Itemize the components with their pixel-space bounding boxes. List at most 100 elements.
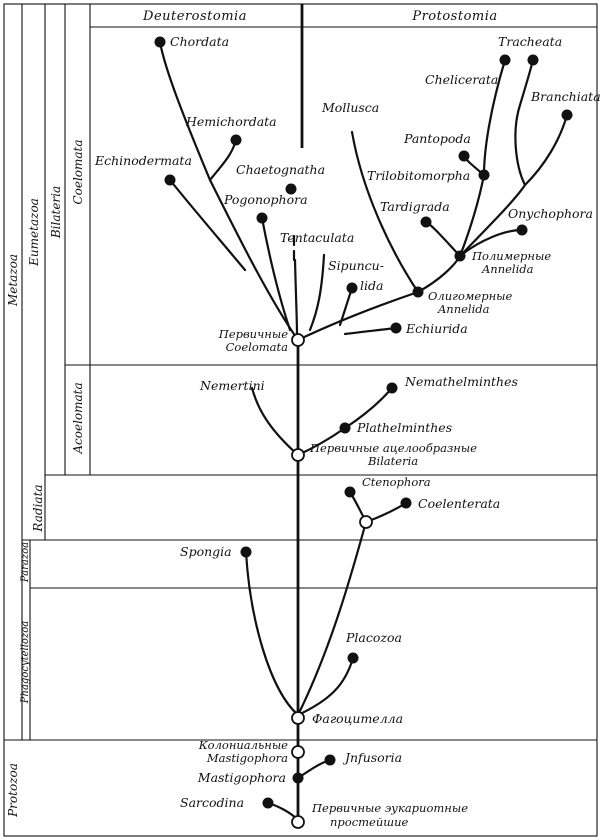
tree-branches (158, 4, 569, 822)
node-radiata-ancestor (359, 515, 373, 529)
rank-labels: Metazoa Eumetazoa Bilateria Coelomata Ac… (6, 139, 85, 817)
branch-hemichordata (208, 138, 238, 182)
label-nemathelminthes: Nemathelminthes (404, 374, 518, 389)
taxon-labels: Chordata Hemichordata Echinodermata Chae… (94, 34, 600, 829)
header-protostomia: Protostomia (411, 9, 497, 24)
node-sarcodina (262, 797, 274, 809)
label-chaetognatha: Chaetognatha (236, 162, 325, 177)
label-primary-acoel-2: Bilateria (367, 454, 418, 468)
node-primary-coelomata (291, 333, 305, 347)
label-chordata: Chordata (170, 34, 229, 49)
node-chordata (154, 36, 166, 48)
label-sarcodina: Sarcodina (180, 795, 244, 810)
label-ctenophora: Ctenophora (362, 475, 431, 489)
label-echinodermata: Echinodermata (94, 153, 192, 168)
label-placozoa: Placozoa (345, 630, 402, 645)
branch-echiurida (343, 326, 398, 336)
node-echinodermata (164, 174, 176, 186)
rank-label-bilateria: Bilateria (49, 186, 63, 239)
rank-label-acoelomata: Acoelomata (71, 382, 85, 454)
header: Deuterostomia Protostomia (142, 9, 497, 24)
label-pantopoda: Pantopoda (403, 131, 471, 146)
label-tracheata: Tracheata (498, 34, 562, 49)
branch-tardigrada (424, 220, 462, 258)
node-chaetognatha (285, 183, 297, 195)
node-coelenterata (400, 497, 412, 509)
node-mastigophora (292, 772, 304, 784)
node-chelicerata (499, 54, 511, 66)
branch-chelicerata (482, 58, 507, 177)
label-primary-coelomata-1: Первичные (218, 327, 288, 341)
label-primary-coelomata-2: Coelomata (226, 340, 289, 354)
branch-pogonophora (260, 216, 292, 332)
header-deuterostomia: Deuterostomia (142, 9, 247, 24)
rank-label-coelomata: Coelomata (71, 139, 85, 204)
rank-label-protozoa: Protozoa (6, 763, 20, 818)
label-colonial-mastigophora-1: Колониальные (198, 738, 288, 752)
node-pogonophora (256, 212, 268, 224)
node-tracheata (527, 54, 539, 66)
branch-chordata (158, 40, 300, 342)
label-primary-acoel-1: Первичные ацелообразные (309, 441, 477, 455)
rank-label-radiata: Radiata (31, 484, 45, 532)
label-mastigophora: Mastigophora (197, 770, 286, 785)
label-coelenterata: Coelenterata (418, 496, 500, 511)
label-primary-eukaryotes-1: Первичные эукариотные (311, 801, 468, 815)
node-trilobitomorpha (478, 169, 490, 181)
label-sipunculida-1: Sipuncu- (328, 258, 384, 273)
rank-label-parazoa: Parazoa (20, 542, 31, 583)
node-infusoria (324, 754, 336, 766)
branch-protostomia-main (296, 254, 462, 342)
branch-spongia (244, 550, 300, 717)
label-colonial-mastigophora-2: Mastigophora (206, 751, 288, 765)
branch-tracheata (514, 58, 535, 187)
node-polymeric-annelida (454, 250, 466, 262)
node-echiurida (390, 322, 402, 334)
rank-label-metazoa: Metazoa (6, 254, 20, 307)
node-primary-acoel-bilateria (291, 448, 305, 462)
node-placozoa (347, 652, 359, 664)
branch-sipunculida-upper (308, 253, 326, 332)
node-onychophora (516, 224, 528, 236)
label-pogonophora: Pogonophora (223, 192, 308, 207)
branch-echinodermata (168, 178, 247, 272)
tree-nodes (154, 36, 573, 829)
node-branchiata (561, 109, 573, 121)
label-mollusca: Mollusca (321, 100, 379, 115)
branch-trilobitomorpha (458, 173, 486, 258)
node-plathelminthes (339, 422, 351, 434)
node-hemichordata (230, 134, 242, 146)
label-sipunculida-2: lida (360, 278, 383, 293)
label-trilobitomorpha: Trilobitomorpha (367, 168, 470, 183)
node-colonial-mastigophora (291, 745, 305, 759)
label-tardigrada: Tardigrada (380, 199, 450, 214)
label-nemertini: Nemertini (199, 378, 265, 393)
node-spongia (240, 546, 252, 558)
label-oligomeric-annelida-2: Annelida (437, 302, 490, 316)
rank-frame (3, 3, 598, 837)
branch-nemertini (250, 386, 300, 457)
node-oligomeric-annelida (412, 286, 424, 298)
node-nemathelminthes (386, 382, 398, 394)
branch-placozoa (296, 656, 355, 717)
node-primary-eukaryotes (291, 815, 305, 829)
branch-radiata-stem (296, 520, 368, 717)
label-plathelminthes: Plathelminthes (356, 420, 452, 435)
node-tardigrada (420, 216, 432, 228)
label-infusoria: Jnfusoria (342, 750, 402, 765)
node-ctenophora (344, 486, 356, 498)
rank-label-phagocytellozoa: Phagocytellozoa (20, 621, 31, 704)
label-tentaculata: Tentaculata (280, 230, 354, 245)
label-polymeric-annelida-1: Полимерные (471, 249, 551, 263)
node-pantopoda (458, 150, 470, 162)
node-phagocytella (291, 711, 305, 725)
rank-label-eumetazoa: Eumetazoa (27, 198, 41, 267)
node-sipunculida (346, 282, 358, 294)
label-oligomeric-annelida-1: Олигомерные (428, 289, 513, 303)
label-polymeric-annelida-2: Annelida (481, 262, 534, 276)
branch-infusoria (296, 758, 332, 780)
label-echiurida: Echiurida (405, 321, 468, 336)
label-hemichordata: Hemichordata (185, 114, 277, 129)
label-chelicerata: Chelicerata (425, 72, 498, 87)
